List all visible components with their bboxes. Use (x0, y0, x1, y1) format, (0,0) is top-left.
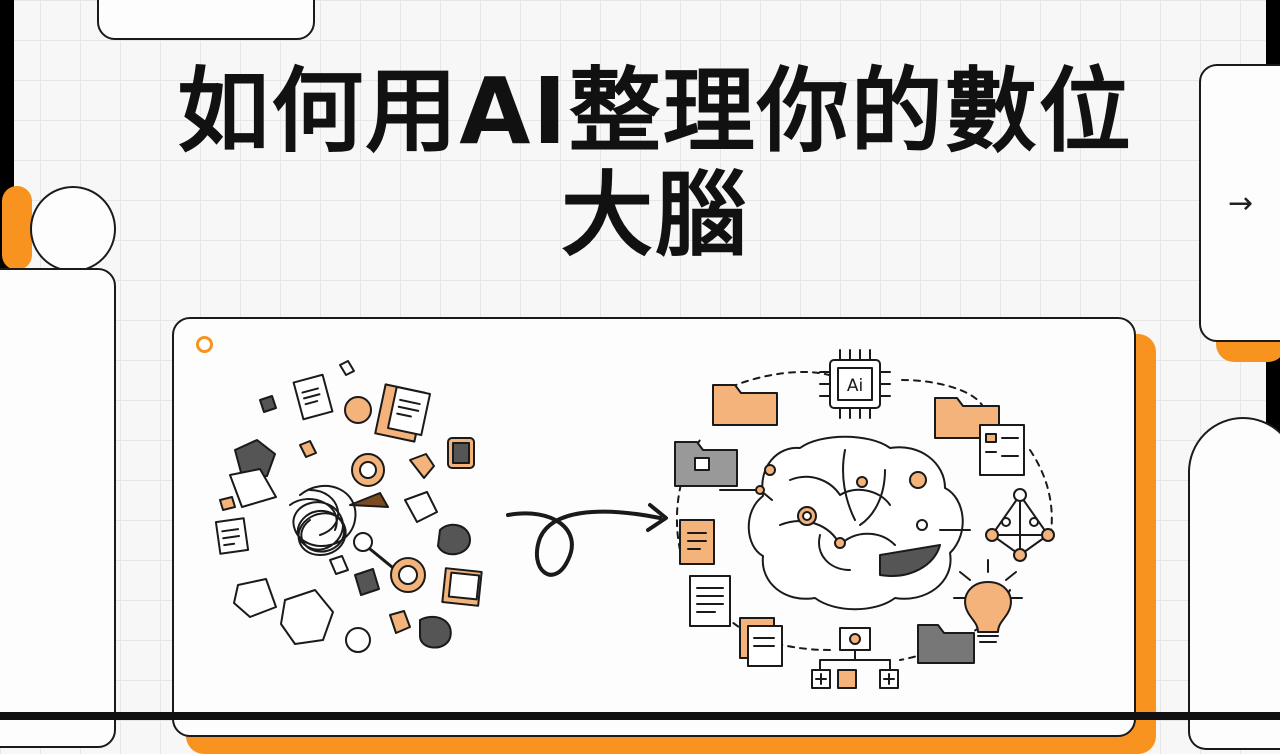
lightbulb-icon (953, 559, 1023, 643)
page-title: 如何用AI整理你的數位大腦 (177, 58, 1133, 269)
bottom-strip (0, 712, 1280, 720)
top-card (97, 0, 315, 40)
loop-arrow-icon (506, 503, 668, 577)
left-card (0, 268, 116, 748)
illustration: Ai (214, 349, 1055, 689)
ai-chip-icon: Ai (819, 349, 891, 419)
left-orange-tab (2, 186, 32, 270)
chaotic-documents-cluster (214, 360, 483, 653)
left-circle (30, 186, 116, 272)
right-card (1199, 64, 1280, 342)
ai-brain-network: Ai (674, 349, 1055, 689)
chip-label: Ai (847, 376, 863, 396)
right-lower-card (1188, 470, 1280, 750)
network-icon (985, 488, 1055, 562)
card-dot (196, 336, 213, 353)
next-arrow-icon[interactable]: → (1228, 186, 1254, 221)
